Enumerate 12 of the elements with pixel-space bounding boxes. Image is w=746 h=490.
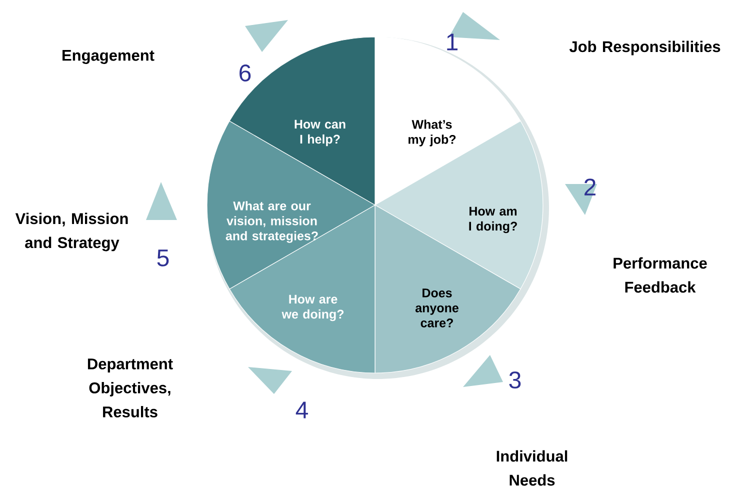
outer-label: Individual Needs <box>496 450 568 486</box>
step-number: 6 <box>240 64 251 82</box>
step-number: 2 <box>584 178 596 196</box>
outer-label: Vision, Mission and Strategy <box>15 212 128 252</box>
step-number: 1 <box>447 34 458 50</box>
step-number: 3 <box>509 372 521 388</box>
outer-label: Performance Feedback <box>614 257 707 293</box>
step-number: 4 <box>296 402 308 418</box>
step-number: 5 <box>157 250 169 266</box>
outer-label: Department Objectives, Results <box>88 358 173 418</box>
outer-label: Engagement <box>62 50 154 64</box>
outer-label: Job Responsibilities <box>569 40 720 56</box>
